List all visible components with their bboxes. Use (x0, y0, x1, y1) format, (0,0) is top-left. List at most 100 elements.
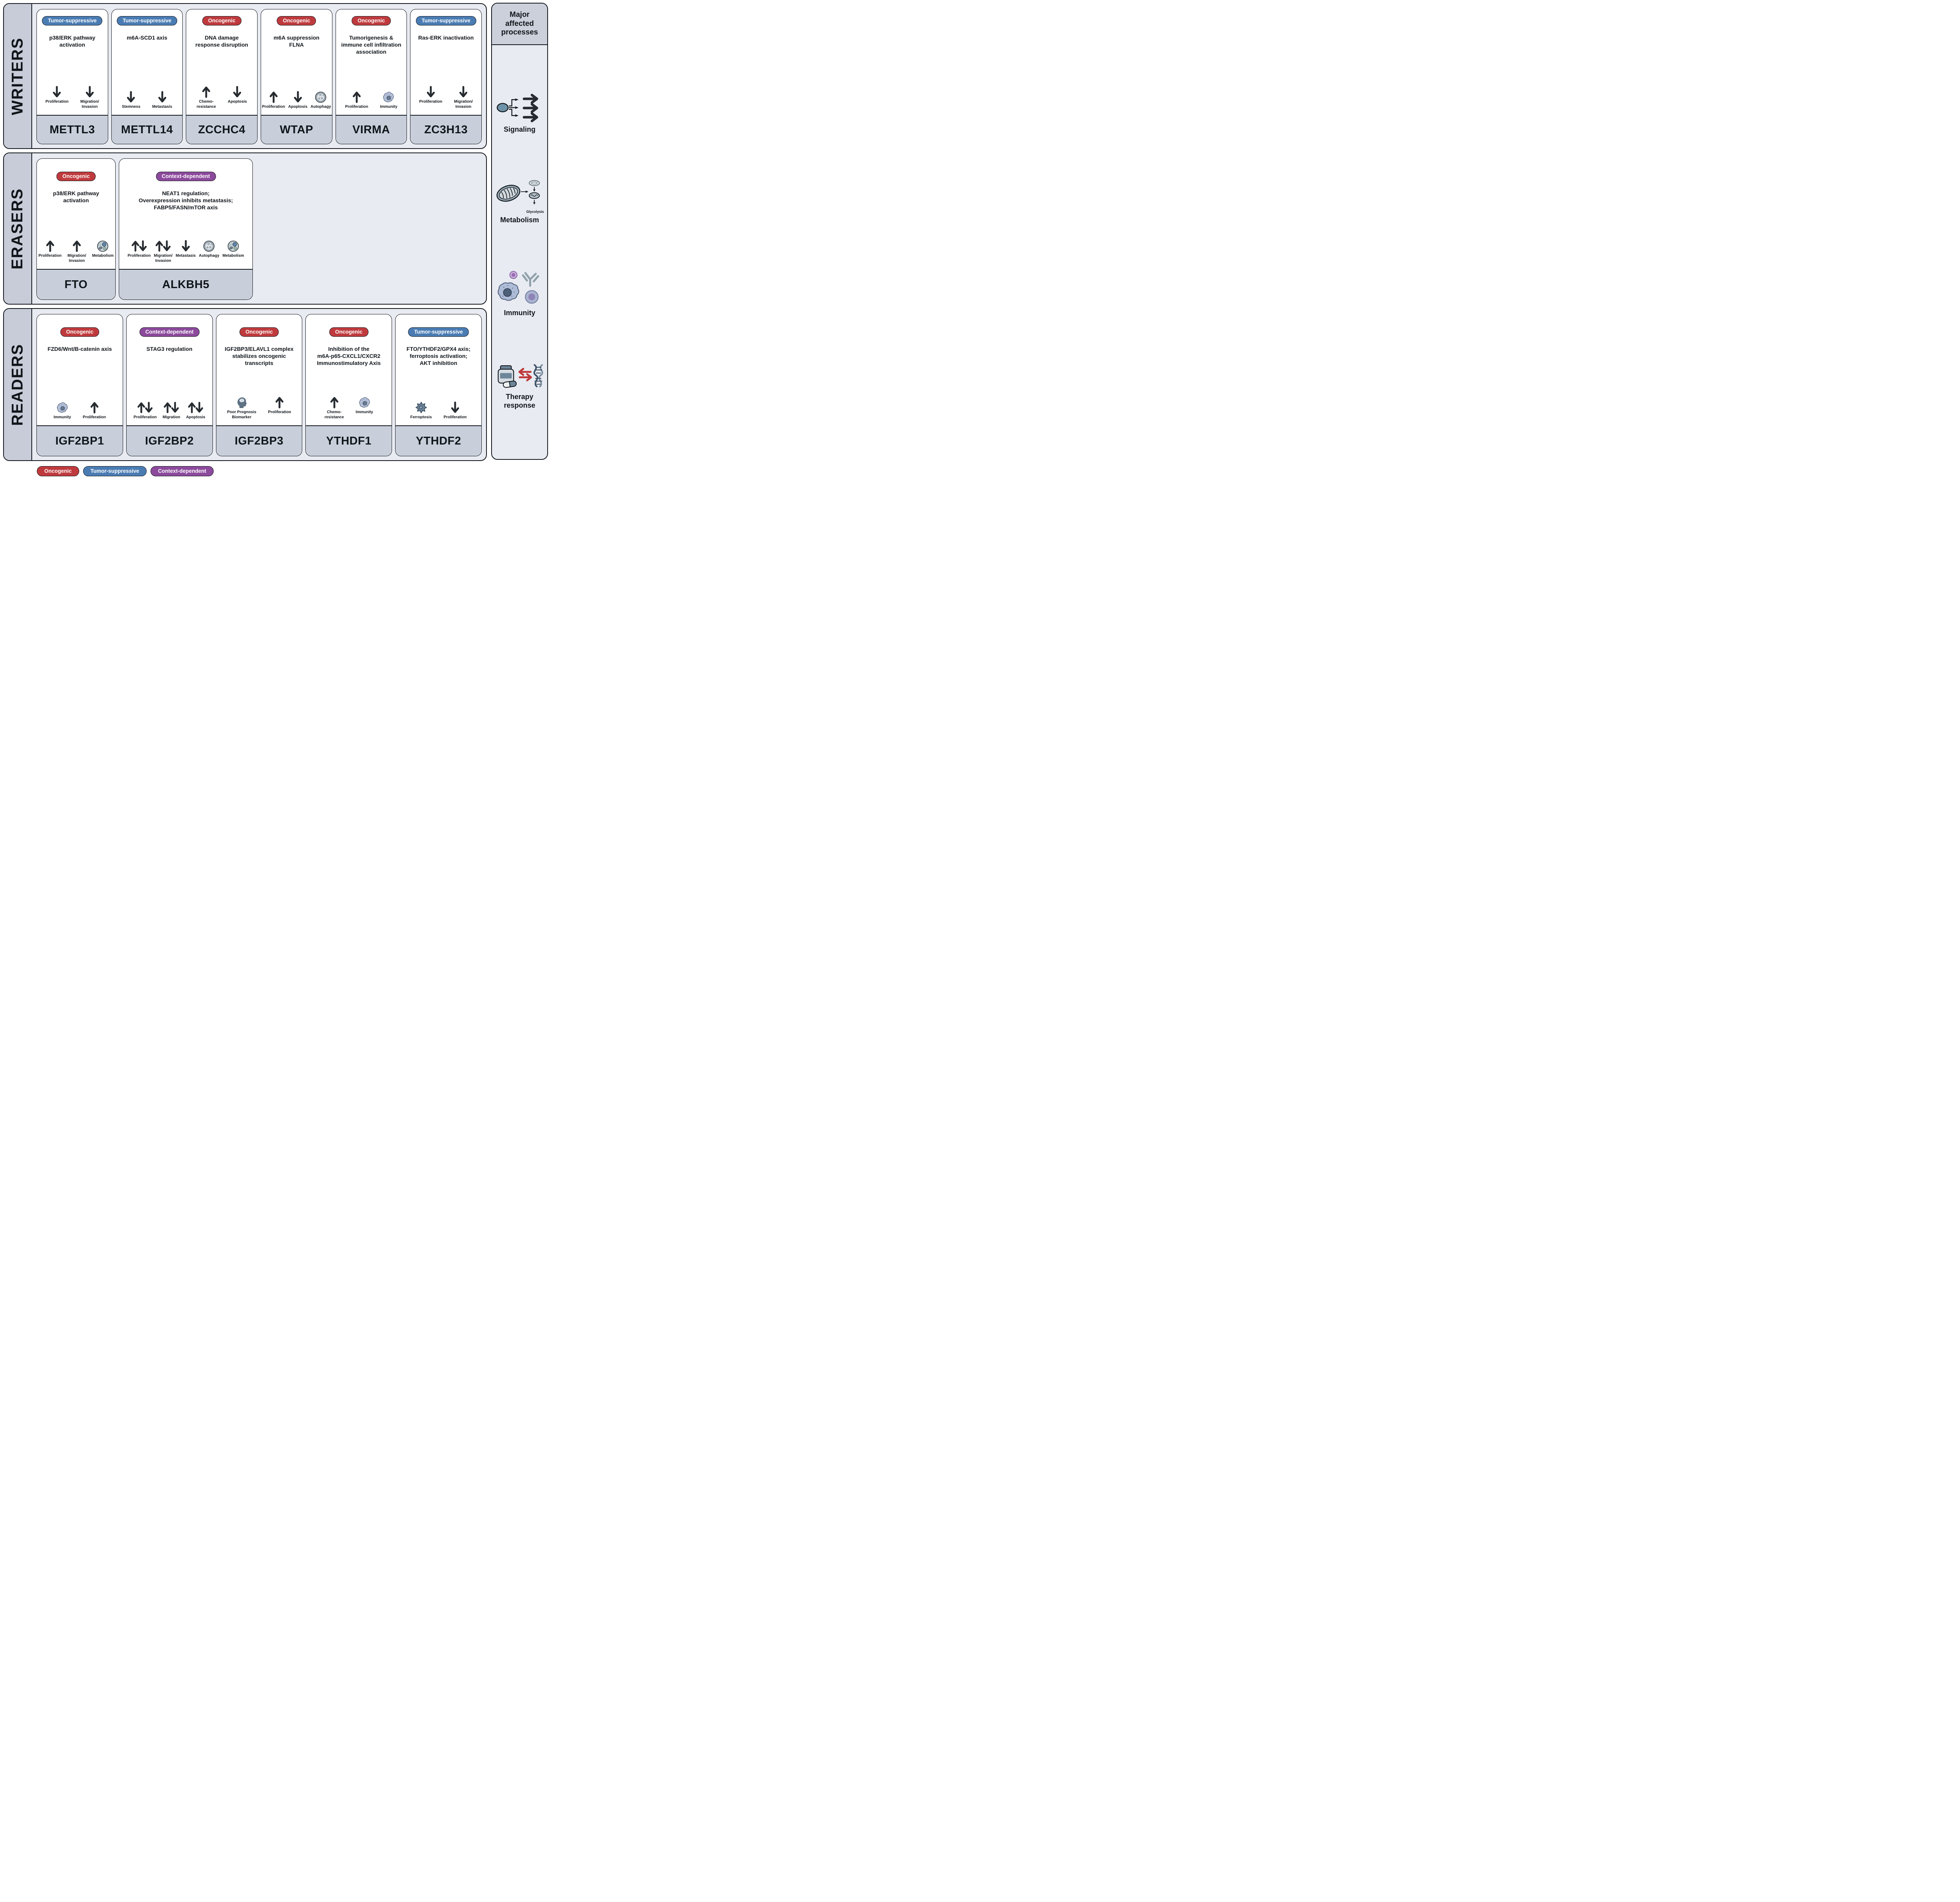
erasers-cards: Oncogenic p38/ERK pathway activation Pro… (32, 153, 486, 304)
status-badge: Tumor-suppressive (408, 327, 469, 337)
immune-cells-icon (497, 271, 539, 304)
process-label: Metabolism (500, 216, 539, 224)
readers-section: READERS Oncogenic FZD6/Wnt/B-catenin axi… (3, 308, 487, 461)
status-badge: Oncogenic (329, 327, 368, 337)
status-badge: Oncogenic (202, 16, 241, 25)
head-brain-icon (236, 396, 248, 408)
effect-label: Immunity (53, 415, 71, 419)
effect-label: Proliferation (268, 410, 291, 414)
effect-label: Ferroptosis (410, 415, 432, 419)
writers-cards: Tumor-suppressive p38/ERK pathway activa… (32, 4, 486, 148)
status-badge: Tumor-suppressive (42, 16, 103, 25)
down-arrow-icon (53, 85, 61, 98)
status-badge: Context-dependent (156, 172, 216, 181)
card-virma: Oncogenic Tumorigenesis & immune cell in… (335, 9, 407, 144)
card-wtap: Oncogenic m6A suppression FLNA Prolifera… (261, 9, 332, 144)
major-affected-processes-panel: Major affected processes Signaling (491, 3, 548, 460)
effect-label: Proliferation (83, 415, 106, 419)
up-arrow-icon (352, 90, 361, 103)
ferroptosis-icon (415, 401, 427, 414)
metabolism-cell-icon (227, 239, 239, 252)
effect-label: Chemo- resistance (324, 410, 344, 419)
effect-label: Proliferation (345, 104, 368, 109)
effect-label: Proliferation (45, 100, 69, 104)
readers-section-label: READERS (9, 343, 26, 426)
mechanism-text: m6A suppression FLNA (273, 34, 319, 48)
regulator-name: VIRMA (336, 115, 407, 144)
erasers-section: ERASERS Oncogenic p38/ERK pathway activa… (3, 152, 487, 305)
mechanism-text: p38/ERK pathway activation (49, 34, 96, 48)
up-down-arrow-icon (163, 401, 179, 414)
status-badge: Tumor-suppressive (116, 16, 178, 25)
up-arrow-icon (275, 396, 284, 408)
effect-label: Metabolism (222, 254, 244, 258)
therapy-icon (497, 364, 543, 388)
mechanism-text: FTO/YTHDF2/GPX4 axis; ferroptosis activa… (407, 345, 471, 366)
up-down-arrow-icon (137, 401, 153, 414)
effect-label: Apoptosis (288, 104, 308, 109)
card-ythdf1: Oncogenic Inhibition of the m6A-p65-CXCL… (305, 314, 392, 456)
effect-label: Apoptosis (186, 415, 205, 419)
regulator-name: YTHDF2 (396, 425, 481, 456)
card-ythdf2: Tumor-suppressive FTO/YTHDF2/GPX4 axis; … (395, 314, 482, 456)
regulator-name: ZC3H13 (410, 115, 482, 144)
down-arrow-icon (426, 85, 435, 98)
process-immunity: Immunity (497, 270, 543, 318)
glycolysis-label: Glycolysis (526, 209, 544, 214)
effect-label: Proliferation (133, 415, 157, 419)
effect-label: Proliferation (127, 254, 151, 258)
readers-cards: Oncogenic FZD6/Wnt/B-catenin axis Immuni… (32, 309, 486, 460)
effect-label: Autophagy (310, 104, 331, 109)
down-arrow-icon (181, 239, 190, 252)
regulator-name: YTHDF1 (306, 425, 392, 456)
mechanism-text: NEAT1 regulation; Overexpression inhibit… (138, 190, 233, 211)
sidebar-header: Major affected processes (492, 4, 547, 45)
up-arrow-icon (269, 90, 278, 103)
card-mettl3: Tumor-suppressive p38/ERK pathway activa… (36, 9, 108, 144)
immune-cell-icon (383, 90, 394, 103)
regulator-name: ZCCHC4 (186, 115, 258, 144)
readers-label-strip: READERS (4, 309, 32, 460)
down-arrow-icon (233, 85, 241, 98)
autophagy-icon (203, 239, 215, 252)
effect-label: Migration/ Invasion (67, 254, 86, 263)
effect-label: Metastasis (176, 254, 196, 258)
sidebar-title: Major affected processes (501, 10, 538, 37)
down-arrow-icon (459, 85, 468, 98)
up-down-arrow-icon (188, 401, 203, 414)
effect-label: Autophagy (199, 254, 220, 258)
immune-cell-icon (359, 396, 370, 408)
mechanism-text: Inhibition of the m6A-p65-CXCL1/CXCR2 Im… (317, 345, 381, 366)
legend-pill-tumor-suppressive: Tumor-suppressive (83, 466, 147, 476)
legend-pill-context-dependent: Context-dependent (151, 466, 214, 476)
up-arrow-icon (46, 239, 54, 252)
erasers-label-strip: ERASERS (4, 153, 32, 304)
card-igf2bp3: Oncogenic IGF2BP3/ELAVL1 complex stabili… (216, 314, 303, 456)
status-badge: Oncogenic (56, 172, 96, 181)
sidebar-body: Signaling (492, 45, 547, 459)
mechanism-text: DNA damage response disruption (195, 34, 248, 48)
mechanism-text: p38/ERK pathway activation (53, 190, 99, 203)
process-label: Therapy response (504, 393, 535, 409)
effect-label: Apoptosis (227, 100, 247, 104)
writers-label-strip: WRITERS (4, 4, 32, 148)
status-badge: Oncogenic (60, 327, 100, 337)
process-metabolism: Glycolysis Metabolism (495, 179, 545, 225)
effect-label: Proliferation (38, 254, 62, 258)
regulator-name: ALKBH5 (119, 269, 252, 299)
card-zc3h13: Tumor-suppressive Ras-ERK inactivation P… (410, 9, 482, 144)
mechanism-text: Tumorigenesis & immune cell infiltration… (341, 34, 401, 55)
status-badge: Oncogenic (240, 327, 279, 337)
card-zcchc4: Oncogenic DNA damage response disruption… (186, 9, 258, 144)
legend: Oncogenic Tumor-suppressive Context-depe… (37, 466, 487, 476)
status-badge: Oncogenic (277, 16, 316, 25)
card-alkbh5: Context-dependent NEAT1 regulation; Over… (119, 158, 253, 300)
regulator-name: IGF2BP2 (126, 425, 212, 456)
regulator-name: IGF2BP3 (216, 425, 302, 456)
mechanism-text: FZD6/Wnt/B-catenin axis (47, 345, 112, 352)
immune-cell-icon (56, 401, 68, 414)
effect-label: Migration/ Invasion (80, 100, 99, 109)
mechanism-text: IGF2BP3/ELAVL1 complex stabilizes oncoge… (225, 345, 294, 366)
mechanism-text: m6A-SCD1 axis (127, 34, 167, 41)
effect-label: Migration/ Invasion (154, 254, 173, 263)
